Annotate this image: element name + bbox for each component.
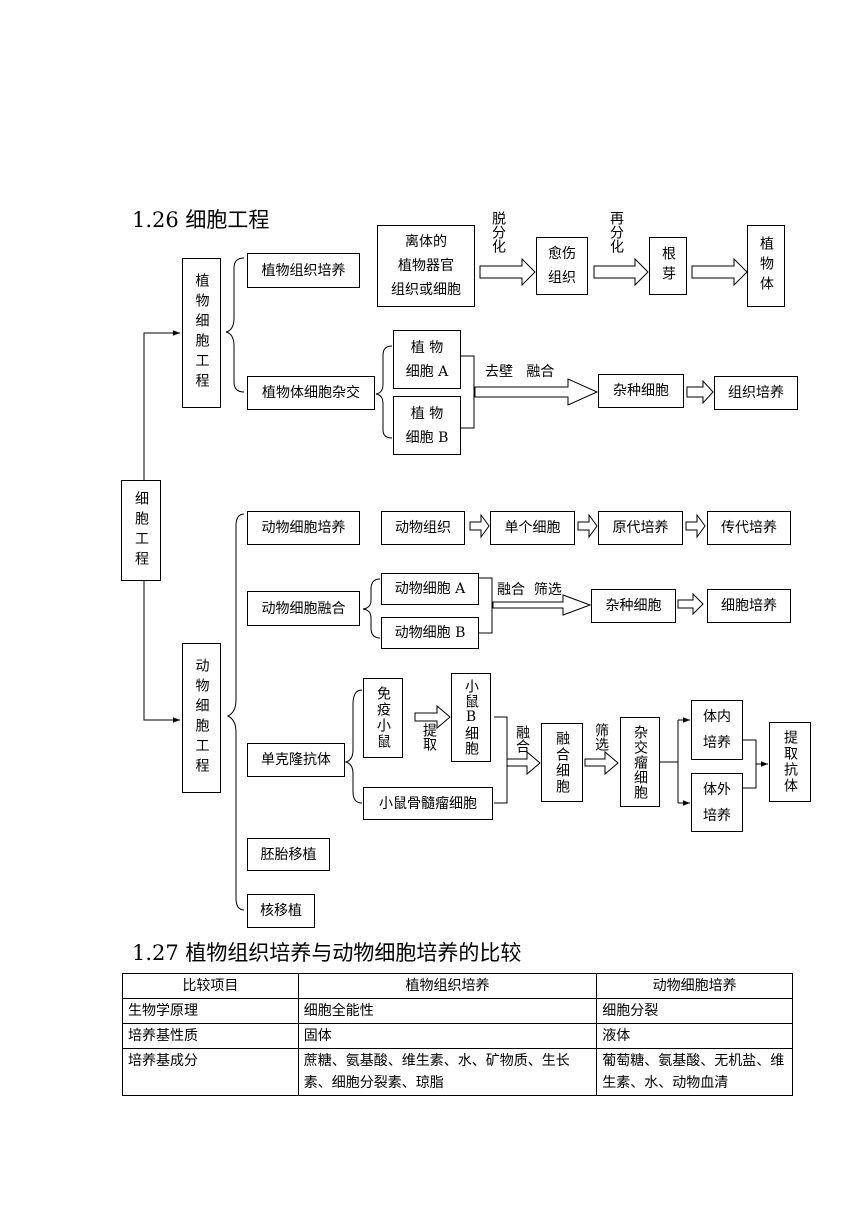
in-vitro-culture-box: 体外 培养 [691, 773, 743, 832]
arrow-hybrid-to-culture [686, 379, 714, 405]
table-cell: 蔗糖、氨基酸、维生素、水、矿物质、生长素、细胞分裂素、琼脂 [297, 1048, 598, 1096]
plant-body-box: 植物体 [747, 225, 785, 307]
in-vivo-culture-box: 体内 培养 [691, 700, 743, 760]
brace-animal [226, 513, 245, 911]
arrow-tissue-to-single [469, 513, 490, 539]
dedifferentiation-label: 脱分化 [490, 211, 506, 253]
plant-cells-merge-line [461, 355, 475, 429]
extract-antibody-box: 提取抗体 [769, 722, 811, 802]
root-cell-engineering-box: 细胞工程 [121, 480, 161, 581]
animal-tissue-box: 动物组织 [381, 511, 465, 545]
arrow-screen [584, 750, 619, 776]
single-cell-box: 单个细胞 [490, 511, 575, 545]
root-bud-box: 根芽 [649, 237, 687, 295]
plant-cell-a-box: 植 物 细胞 A [393, 330, 461, 389]
arrow-primary-to-passage [685, 513, 706, 539]
brace-monoclonal [344, 689, 363, 804]
section-title-comparison: 1.27 植物组织培养与动物细胞培养的比较 [132, 941, 522, 965]
table-cell: 细胞分裂 [596, 998, 793, 1024]
plant-cell-b-box: 植 物 细胞 B [393, 396, 461, 455]
myeloma-cell-box: 小鼠骨髓瘤细胞 [363, 787, 493, 820]
table-cell: 培养基性质 [122, 1023, 299, 1049]
fused-cell-box: 融合细胞 [541, 723, 583, 802]
callus-label: 愈伤组织 [548, 246, 576, 286]
arrow-root-to-plant [691, 257, 748, 287]
arrow-plant-fusion [474, 378, 599, 406]
embryo-transfer-box: 胚胎移植 [247, 838, 330, 871]
animal-hybrid-cell-box: 杂种细胞 [591, 589, 676, 623]
hybridoma-box: 杂交瘤细胞 [620, 717, 660, 807]
plant-cell-engineering-box: 植物细胞工程 [182, 258, 221, 408]
fuse-label: 融合 [514, 725, 530, 753]
arrow-dedifferentiation [479, 257, 536, 287]
root-to-plant-connector [143, 330, 180, 480]
arrow-extract-bcell [414, 704, 451, 730]
brace-plant [225, 257, 245, 393]
table-cell: 培养基成分 [122, 1048, 299, 1096]
cell-culture-result-box: 细胞培养 [707, 589, 791, 623]
table-header: 比较项目 [122, 973, 299, 999]
arrow-hybrid-to-cellculture [677, 592, 704, 616]
monoclonal-merge-line [494, 716, 508, 804]
screen-label: 筛选 [593, 723, 609, 751]
monoclonal-antibody-box: 单克隆抗体 [247, 743, 345, 777]
nuclear-transfer-box: 核移植 [247, 894, 315, 928]
comparison-table: 比较项目 植物组织培养 动物细胞培养 生物学原理 细胞全能性 细胞分裂 培养基性… [122, 973, 793, 1096]
table-cell: 细胞全能性 [297, 998, 598, 1024]
animal-cell-engineering-box: 动物细胞工程 [182, 643, 221, 793]
passage-culture-box: 传代培养 [707, 511, 791, 545]
fusion-screening-label: 融合 筛选 [497, 582, 562, 598]
arrow-single-to-primary [577, 513, 598, 539]
arrow-redifferentiation [593, 257, 649, 287]
immunized-mouse-box: 免疫小鼠 [363, 678, 403, 758]
arrow-to-fused [506, 750, 541, 776]
table-cell: 固体 [297, 1023, 598, 1049]
table-row: 培养基成分 蔗糖、氨基酸、维生素、水、矿物质、生长素、细胞分裂素、琼脂 葡萄糖、… [122, 1048, 793, 1096]
animal-cell-b-box: 动物细胞 B [381, 617, 479, 649]
arrow-animal-fusion [492, 594, 592, 616]
explant-box: 离体的 植物器官 组织或细胞 [377, 225, 475, 307]
root-to-animal-connector [143, 581, 180, 723]
table-row: 培养基性质 固体 液体 [122, 1023, 793, 1049]
plant-hybrid-cell-box: 杂种细胞 [598, 374, 684, 408]
redifferentiation-label: 再分化 [608, 211, 624, 253]
brace-hybrid-cells [375, 345, 393, 439]
animal-cell-fusion-box: 动物细胞融合 [247, 591, 360, 626]
table-header: 植物组织培养 [297, 973, 598, 999]
plant-tissue-culture-result-box: 组织培养 [714, 376, 798, 410]
table-cell: 葡萄糖、氨基酸、无机盐、维生素、水、动物血清 [596, 1048, 793, 1096]
animal-cell-a-box: 动物细胞 A [381, 573, 479, 605]
table-header-row: 比较项目 植物组织培养 动物细胞培养 [122, 973, 793, 999]
extract-b-cell-label: 提取 [421, 723, 437, 751]
primary-culture-box: 原代培养 [598, 511, 683, 545]
animal-cells-merge-line [478, 577, 493, 634]
animal-cell-culture-box: 动物细胞培养 [247, 511, 360, 545]
brace-animal-fusion [362, 578, 381, 639]
somatic-hybridization-box: 植物体细胞杂交 [247, 376, 375, 410]
table-header: 动物细胞培养 [596, 973, 793, 999]
wall-removal-fusion-label: 去壁 融合 [485, 364, 555, 380]
callus-box: 愈伤组织 [536, 237, 588, 295]
mouse-b-cell-box: 小鼠B细胞 [451, 673, 491, 762]
table-row: 生物学原理 细胞全能性 细胞分裂 [122, 998, 793, 1024]
table-cell: 液体 [596, 1023, 793, 1049]
plant-tissue-culture-box: 植物组织培养 [247, 253, 360, 288]
section-title-cell-engineering: 1.26 细胞工程 [132, 208, 270, 232]
table-cell: 生物学原理 [122, 998, 299, 1024]
cultures-merge-line [743, 739, 757, 789]
